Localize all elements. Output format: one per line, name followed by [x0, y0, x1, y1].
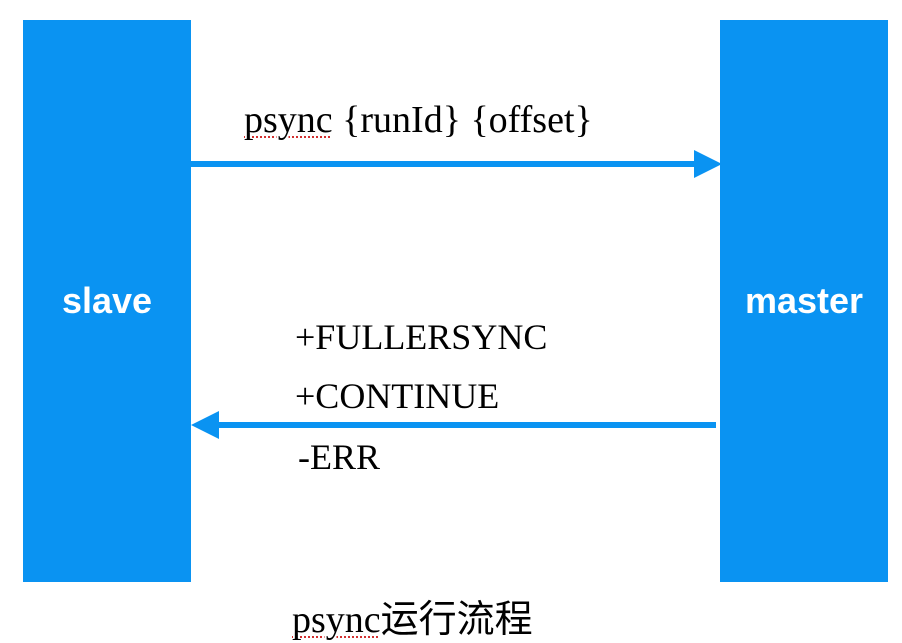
caption-command: psync: [292, 599, 381, 641]
request-label-args: {runId} {offset}: [332, 99, 593, 141]
request-arrowhead: [694, 150, 722, 178]
response-line: +CONTINUE: [295, 376, 500, 416]
slave-node-label: slave: [61, 280, 153, 321]
diagram-caption: psync运行流程: [292, 588, 533, 643]
master-node-label: master: [744, 280, 864, 321]
request-label-command: psync: [244, 99, 333, 141]
caption-text: 运行流程: [380, 599, 533, 641]
response-arrowhead: [191, 411, 219, 439]
response-line: +FULLERSYNC: [295, 317, 548, 357]
request-label: psync {runId} {offset}: [244, 98, 593, 142]
response-line: -ERR: [298, 437, 381, 477]
slave-node: slave: [23, 20, 191, 582]
master-node: master: [720, 20, 888, 582]
